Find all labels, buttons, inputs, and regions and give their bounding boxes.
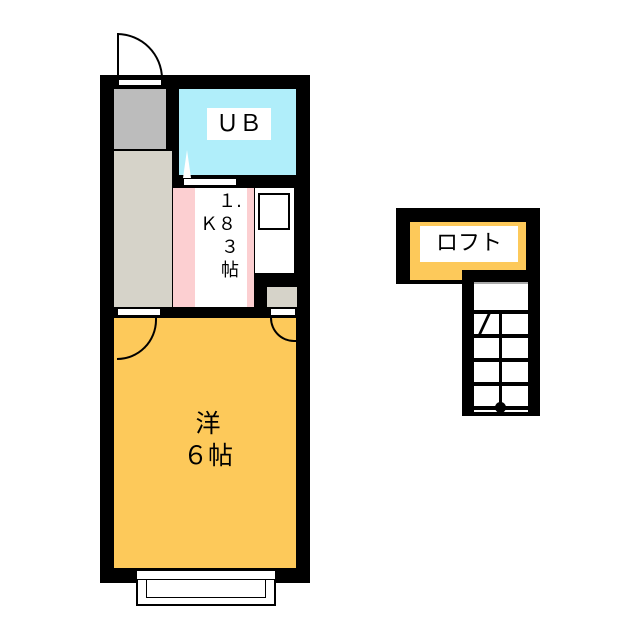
unit-bath-label: ＵＢ [207, 108, 271, 140]
window [136, 570, 276, 580]
ladder [474, 282, 528, 413]
kitchen-label-line3: ３ [221, 237, 239, 258]
loft-label: ロフト [420, 226, 518, 262]
closet-door [270, 308, 296, 316]
western-label-line1: 洋 [195, 409, 221, 438]
western-room-label: 洋 ６帖 [170, 408, 246, 472]
entrance-door [117, 33, 163, 79]
corridor [114, 151, 172, 307]
kitchen-label: １. Ｋ８ ３ 帖 [200, 190, 242, 282]
closet [267, 287, 297, 307]
kitchen-label-line2: Ｋ８ [200, 214, 236, 235]
bath-door [183, 150, 191, 178]
ladder-rail [499, 312, 502, 408]
balcony [136, 580, 276, 606]
western-label-line2: ６帖 [182, 441, 233, 470]
ladder-direction-dot [495, 402, 506, 413]
western-room [114, 318, 296, 568]
loft-cut [396, 284, 462, 286]
kitchen-label-line1: １. [218, 191, 242, 212]
kitchen-counter [195, 188, 247, 307]
bath-door-sill [183, 178, 237, 186]
balcony-inner [146, 580, 266, 598]
shoe-box [114, 89, 166, 149]
sink-icon [258, 193, 290, 230]
entrance-opening [118, 79, 162, 86]
corridor-door [117, 308, 161, 316]
kitchen-label-line4: 帖 [221, 260, 239, 281]
